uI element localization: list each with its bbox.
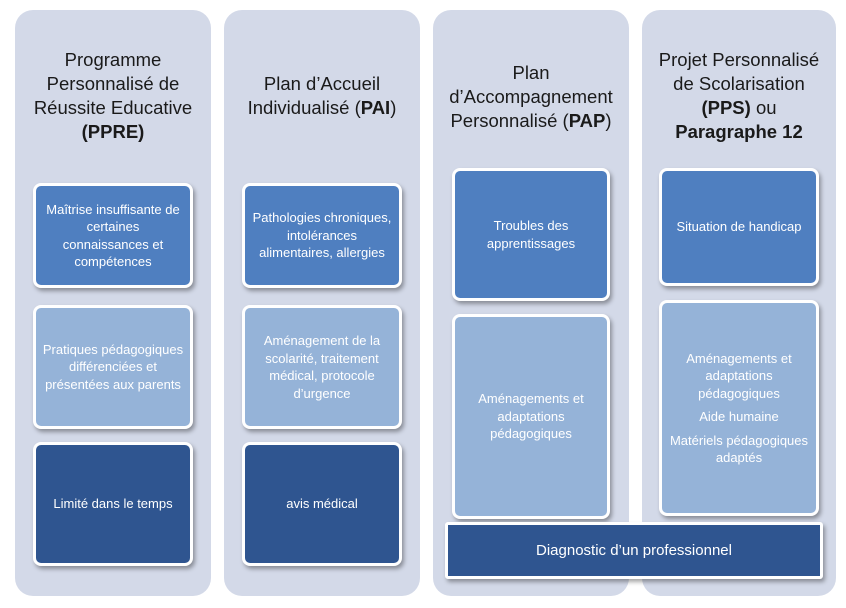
column-pps: Projet Personnalisé de Scolarisation (PP… bbox=[642, 10, 836, 596]
column-pap: Plan d’Accompagnement Personnalisé (PAP)… bbox=[433, 10, 629, 596]
title-line: Individualisé ( bbox=[247, 97, 361, 118]
criteria-box: Maîtrise insuffisante de certaines conna… bbox=[33, 183, 193, 288]
title-line: Personnalisé de bbox=[46, 73, 180, 94]
title-line: de Scolarisation bbox=[673, 73, 805, 94]
column-title: Plan d’Accueil Individualisé (PAI) bbox=[247, 73, 397, 118]
title-line: Plan bbox=[512, 62, 550, 83]
title-line: d’Accompagnement bbox=[449, 86, 613, 107]
measures-box: Aménagement de la scolarité, traitement … bbox=[242, 305, 402, 429]
criteria-box: Pathologies chroniques, intolérances ali… bbox=[242, 183, 402, 288]
measures-box: Pratiques pédagogiques différenciées et … bbox=[33, 305, 193, 429]
column-title: Projet Personnalisé de Scolarisation (PP… bbox=[658, 49, 820, 142]
column-pai: Plan d’Accueil Individualisé (PAI) Patho… bbox=[224, 10, 420, 596]
column-ppre: Programme Personnalisé de Réussite Educa… bbox=[15, 10, 211, 596]
title-line: Réussite Educative bbox=[33, 97, 193, 118]
measures-box: Aménagements et adaptations pédagogiques bbox=[452, 314, 610, 519]
title-acronym: PAP bbox=[568, 110, 606, 131]
measures-box: Aménagements et adaptations pédagogiques… bbox=[659, 300, 819, 516]
title-line: Programme bbox=[64, 49, 162, 70]
measure-item: Matériels pédagogiques adaptés bbox=[669, 432, 809, 466]
measure-item: Aide humaine bbox=[699, 409, 779, 424]
title-acronym: (PPRE) bbox=[81, 121, 145, 142]
measure-item: Aménagements et adaptations pédagogiques bbox=[686, 350, 792, 401]
title-paragraph: Paragraphe 12 bbox=[675, 121, 803, 142]
title-acronym: PAI bbox=[360, 97, 391, 118]
title-line: Personnalisé ( bbox=[450, 110, 569, 131]
title-line: Projet Personnalisé bbox=[658, 49, 820, 70]
title-line: Plan d’Accueil bbox=[263, 73, 381, 94]
column-title: Programme Personnalisé de Réussite Educa… bbox=[15, 48, 211, 144]
column-title: Plan d’Accompagnement Personnalisé (PAP) bbox=[449, 62, 613, 131]
criteria-box: Situation de handicap bbox=[659, 168, 819, 286]
title-acronym: (PPS) bbox=[701, 97, 751, 118]
condition-box: Limité dans le temps bbox=[33, 442, 193, 566]
diagnostic-bar: Diagnostic d’un professionnel bbox=[445, 522, 823, 579]
condition-box: avis médical bbox=[242, 442, 402, 566]
criteria-box: Troubles des apprentissages bbox=[452, 168, 610, 301]
